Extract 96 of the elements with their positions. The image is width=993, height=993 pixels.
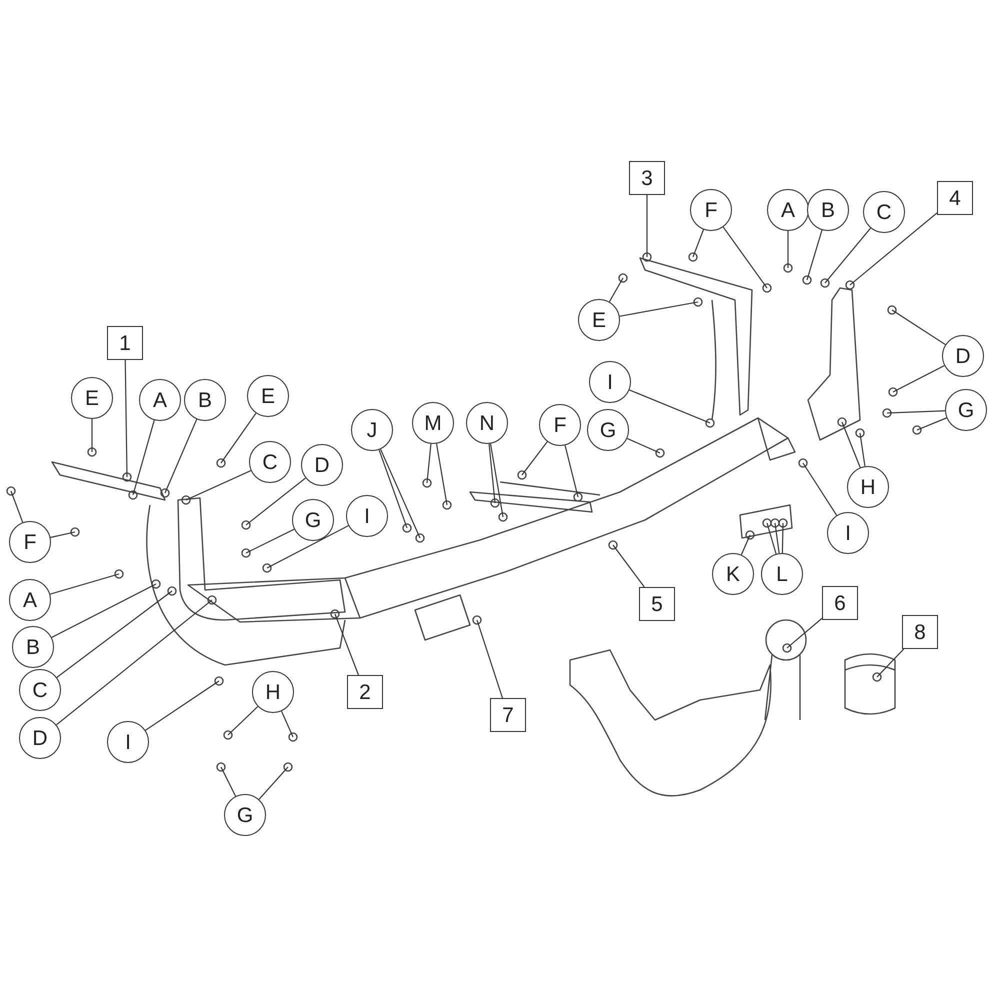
leader-line (228, 706, 258, 736)
callout-letter: K (712, 553, 754, 595)
callout-letter: I (107, 721, 149, 763)
leader-line (766, 522, 777, 554)
leader-line (56, 600, 212, 726)
callout-letter: H (252, 671, 294, 713)
leader-line (50, 573, 120, 595)
leader-line (378, 450, 408, 528)
leader-line (220, 412, 256, 464)
leader-line (186, 470, 252, 500)
leader-line (787, 231, 789, 268)
callout-letter: A (139, 379, 181, 421)
callout-letter: D (19, 717, 61, 759)
callout-letter: I (589, 361, 631, 403)
leader-line (334, 614, 359, 676)
callout-letter: I (827, 512, 869, 554)
leader-line (488, 444, 496, 504)
callout-letter: N (466, 402, 508, 444)
leader-line (258, 766, 288, 800)
leader-line (692, 229, 704, 258)
leader-line (740, 534, 750, 555)
leader-line (786, 618, 822, 648)
leader-line (145, 680, 220, 731)
leader-line (782, 522, 784, 554)
callout-letter: M (412, 402, 454, 444)
leader-line (916, 417, 947, 430)
callout-letter: H (847, 466, 889, 508)
part-number: 8 (902, 615, 938, 649)
leader-line (722, 226, 768, 288)
leader-line (774, 522, 780, 554)
leader-line (380, 448, 420, 538)
leader-line (220, 766, 236, 796)
callout-letter: G (587, 409, 629, 451)
callout-letter: G (224, 794, 266, 836)
leader-line (266, 525, 349, 568)
callout-letter: G (945, 389, 987, 431)
leader-line (164, 419, 198, 494)
leader-line (564, 445, 579, 498)
part-number: 4 (937, 181, 973, 215)
leader-line (824, 228, 871, 284)
callout-letter: C (863, 191, 905, 233)
callout-letter: F (690, 189, 732, 231)
leader-line (476, 620, 503, 698)
leader-line (50, 531, 76, 538)
leader-line (629, 389, 710, 424)
callout-letter: G (292, 499, 334, 541)
leader-line (426, 444, 432, 484)
leader-line (892, 365, 945, 392)
leader-line (841, 422, 861, 468)
callout-letter: J (351, 409, 393, 451)
leader-line (490, 444, 504, 518)
part-number: 2 (347, 675, 383, 709)
callout-letter: B (807, 189, 849, 231)
leader-line (802, 462, 838, 516)
part-number: 6 (822, 586, 858, 620)
callout-letter: B (12, 626, 54, 668)
part-number: 1 (107, 326, 143, 360)
leader-line (246, 478, 306, 526)
leader-line (608, 278, 624, 302)
leader-line (620, 301, 698, 317)
leader-line (436, 444, 448, 506)
callout-letter: F (9, 521, 51, 563)
leader-line (806, 230, 822, 280)
callout-letter: E (247, 375, 289, 417)
callout-letter: L (761, 553, 803, 595)
leader-line (612, 544, 645, 588)
leader-line (850, 212, 938, 286)
callout-letter: B (184, 379, 226, 421)
leader-line (246, 528, 294, 554)
leader-line (91, 419, 93, 452)
leader-line (522, 441, 548, 476)
leader-line (859, 432, 866, 466)
leader-line (132, 420, 155, 496)
callout-letter: D (942, 335, 984, 377)
leader-line (892, 310, 946, 346)
leader-line (51, 584, 156, 638)
leader-line (876, 648, 904, 678)
callout-letter: C (249, 441, 291, 483)
part-number: 3 (629, 161, 665, 195)
leader-line (10, 490, 24, 523)
callout-letter: D (301, 444, 343, 486)
callout-letter: E (71, 377, 113, 419)
leader-line (281, 710, 294, 738)
leader-line (56, 590, 172, 678)
callout-letter: E (578, 299, 620, 341)
callout-letter: A (9, 579, 51, 621)
part-number: 7 (490, 698, 526, 732)
callout-letter: A (767, 189, 809, 231)
leader-line (886, 410, 946, 414)
leader-line (646, 195, 648, 257)
leader-line (124, 360, 128, 477)
leader-line (626, 438, 660, 454)
callout-letter: C (19, 669, 61, 711)
callout-letter: I (346, 495, 388, 537)
callout-letter: F (539, 404, 581, 446)
part-number: 5 (639, 587, 675, 621)
